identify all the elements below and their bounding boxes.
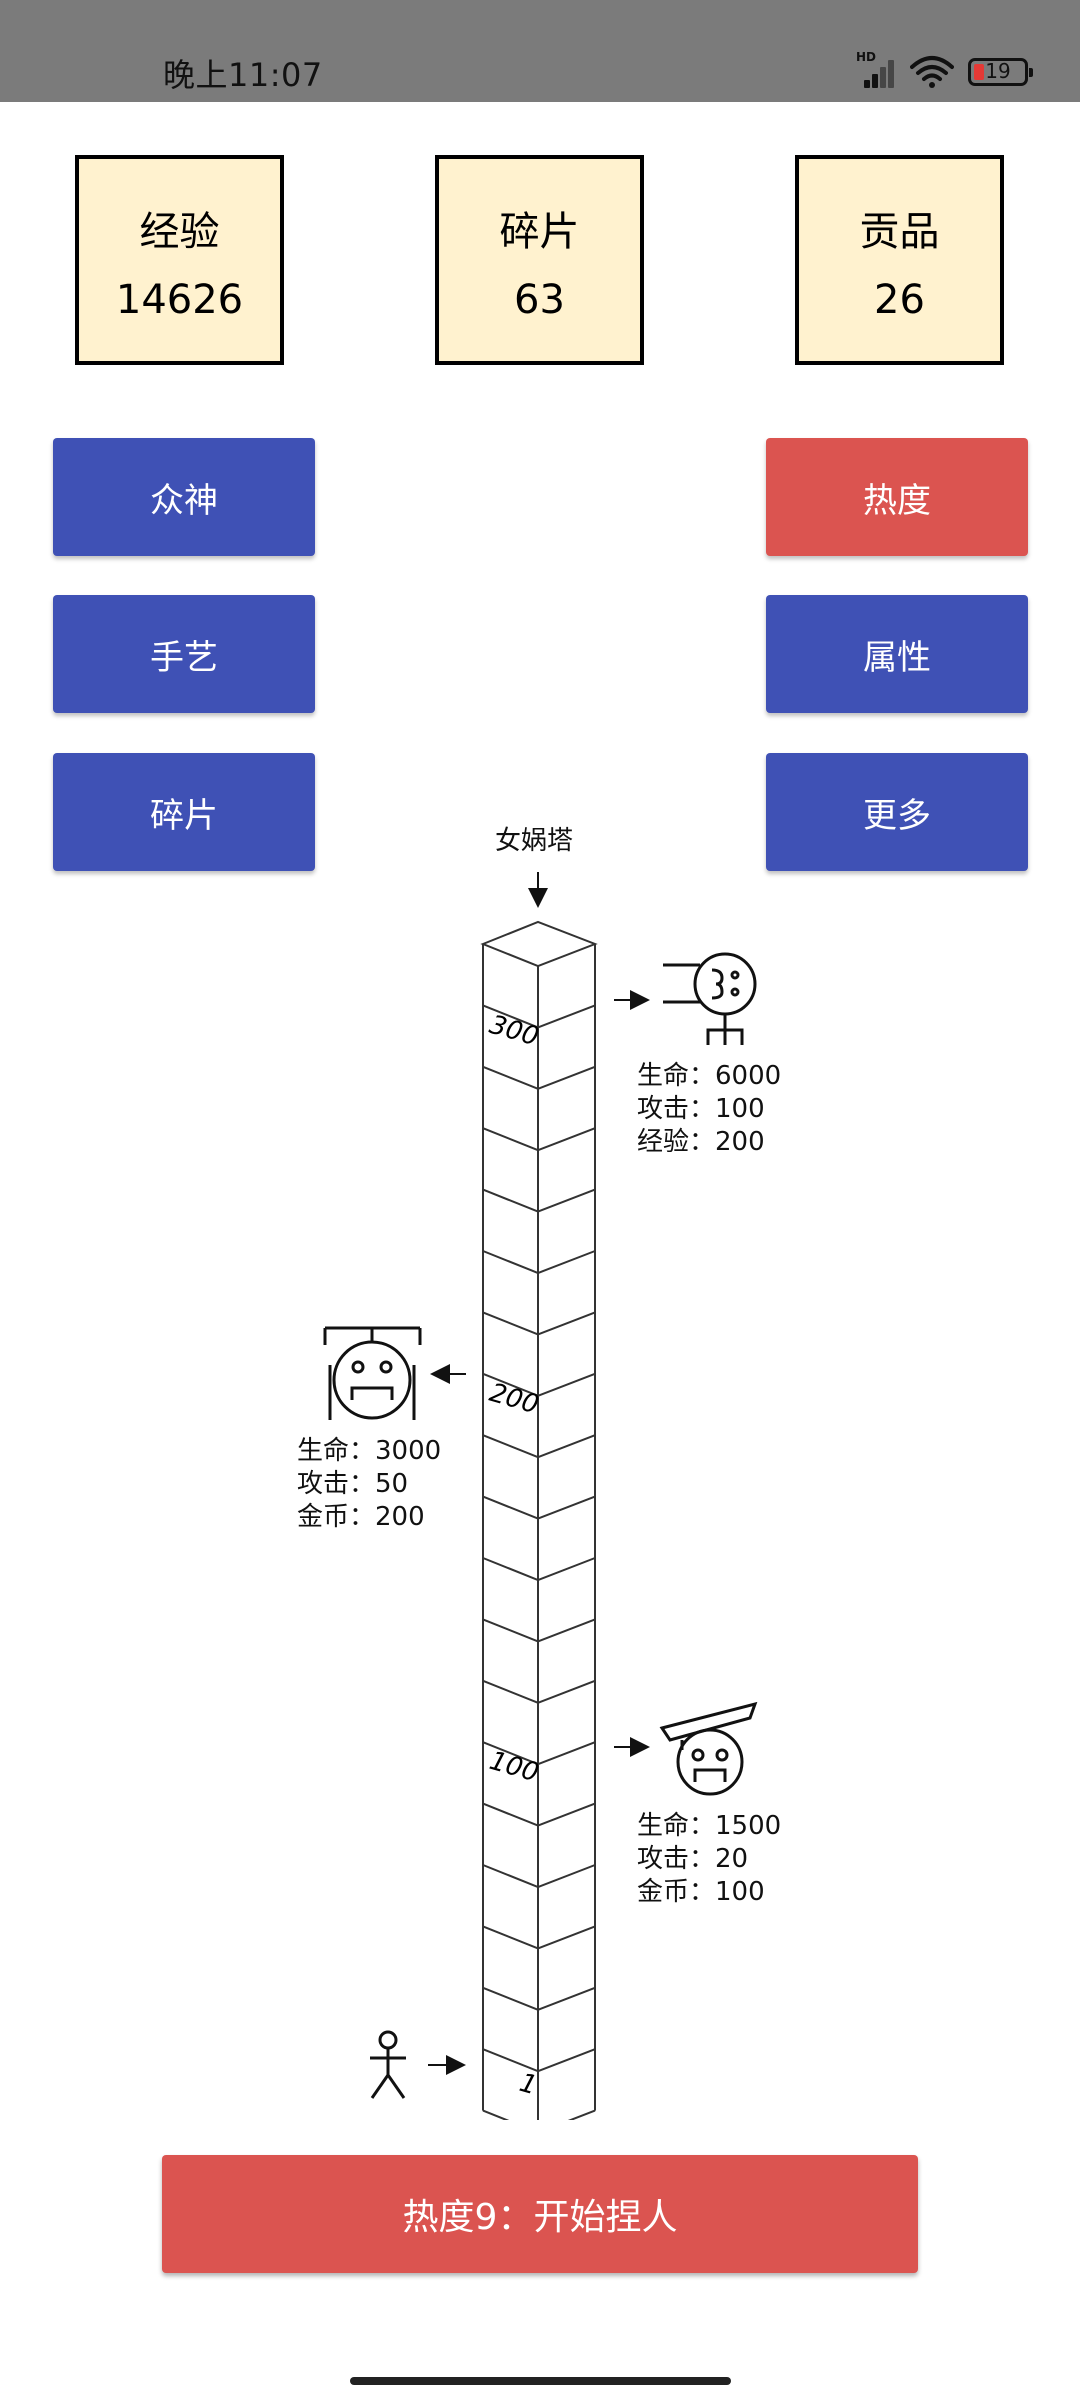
wifi-icon: [910, 56, 954, 88]
status-icons: HD 19: [856, 50, 1033, 92]
stat-line: 攻击：50: [297, 1469, 409, 1499]
start-button[interactable]: 热度9：开始捏人: [162, 2155, 918, 2273]
fragments-button[interactable]: 碎片: [53, 753, 315, 871]
floor-label-300: 300: [486, 1010, 542, 1053]
stat-value: 63: [514, 277, 565, 323]
craft-button[interactable]: 手艺: [53, 595, 315, 713]
home-indicator[interactable]: [350, 2377, 731, 2385]
battery-icon: 19: [968, 58, 1033, 86]
tower-illustration: 300 200 100 1: [0, 800, 1080, 2120]
stat-box-fragments: 碎片 63: [435, 155, 644, 365]
enemy-200-icon: [323, 1326, 422, 1420]
stat-value: 26: [874, 277, 925, 323]
hd-label: HD: [856, 50, 877, 64]
stat-line: 攻击：20: [637, 1844, 749, 1874]
stat-label: 贡品: [859, 209, 940, 255]
enemy-300-icon: [663, 952, 757, 1045]
enemy-100-stats: 生命：1500 攻击：20 金币：100: [637, 1810, 781, 1909]
stat-line: 金币：100: [637, 1877, 765, 1907]
stat-line: 经验：200: [637, 1127, 765, 1157]
stat-line: 生命：6000: [637, 1061, 782, 1091]
stat-label: 经验: [139, 209, 220, 255]
battery-fill: [974, 64, 985, 80]
stat-box-tribute: 贡品 26: [795, 155, 1004, 365]
gods-button[interactable]: 众神: [53, 438, 315, 556]
status-bar: 晚上11:07 HD 19: [0, 0, 1080, 102]
battery-level: 19: [985, 59, 1011, 83]
player-icon: [370, 2030, 406, 2099]
enemy-300-stats: 生命：6000 攻击：100 经验：200: [637, 1060, 781, 1159]
stat-box-experience: 经验 14626: [75, 155, 284, 365]
floor-label-100: 100: [486, 1746, 542, 1789]
heat-button[interactable]: 热度: [766, 438, 1028, 556]
floor-label-1: 1: [516, 2068, 540, 2101]
stat-line: 攻击：100: [637, 1094, 765, 1124]
stat-line: 金币：200: [297, 1502, 425, 1532]
stat-label: 碎片: [499, 209, 580, 255]
signal-icon: HD: [856, 50, 896, 90]
floor-label-200: 200: [486, 1378, 542, 1421]
status-time: 晚上11:07: [163, 56, 323, 94]
enemy-200-stats: 生命：3000 攻击：50 金币：200: [297, 1435, 441, 1534]
more-button[interactable]: 更多: [766, 753, 1028, 871]
enemy-100-icon: [659, 1701, 758, 1796]
tower-svg: 300 200 100 1: [323, 872, 758, 2120]
stat-line: 生命：3000: [297, 1436, 442, 1466]
tower-blocks: [480, 920, 598, 2120]
stat-value: 14626: [115, 277, 244, 323]
stat-line: 生命：1500: [637, 1811, 782, 1841]
attributes-button[interactable]: 属性: [766, 595, 1028, 713]
tower-title: 女娲塔: [495, 826, 574, 856]
